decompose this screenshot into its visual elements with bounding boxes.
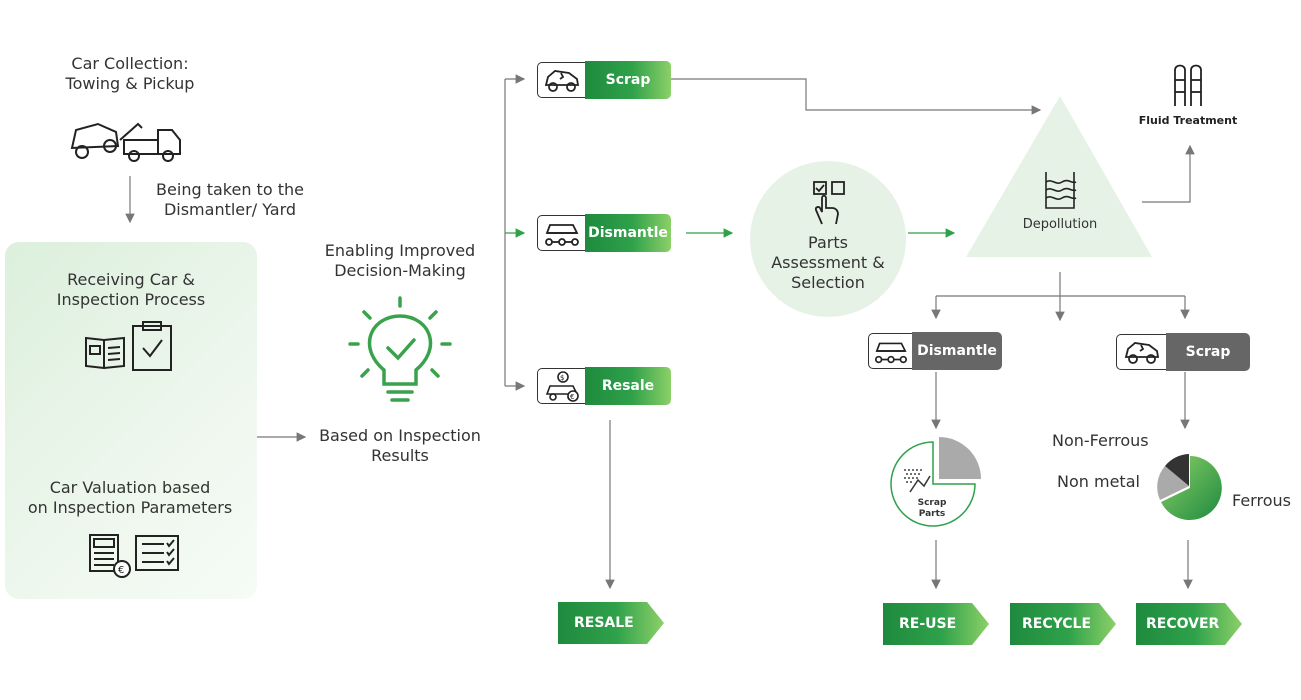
outcome-resale: RESALE [558,602,664,644]
inspection-panel [5,242,257,599]
option-dismantle-label: Dismantle [585,214,671,252]
arrow-scrap-depollution [671,78,1042,115]
post-option-scrap-label: Scrap [1166,333,1250,371]
fluid-waves-icon [1042,170,1078,214]
calculator-euro-icon: € [88,533,132,583]
non-metal-label: Non metal [1057,472,1140,491]
damaged-car-icon [537,62,585,98]
selection-hand-icon [806,180,850,230]
option-dismantle: Dismantle [537,214,671,252]
depollution-label: Depollution [1022,217,1098,232]
parts-assessment-circle [750,161,906,317]
post-option-dismantle-label: Dismantle [912,332,1002,370]
svg-text:€: € [118,565,124,576]
car-sale-icon: $€ [537,368,585,404]
option-scrap-label: Scrap [585,61,671,99]
arrow-depollution-fluid [1142,144,1195,203]
fluid-tanks-icon [1171,62,1207,112]
option-resale: $€ Resale [537,367,671,405]
receiving-title: Receiving Car & Inspection Process [56,270,206,309]
svg-text:€: € [570,393,574,401]
lightbulb-icon [348,296,452,408]
outcome-recycle: RECYCLE [1010,603,1116,645]
car-parts-icon [868,333,912,369]
outcome-reuse: RE-USE [883,603,989,645]
svg-text:$: $ [560,374,564,382]
book-icon [84,322,126,374]
transit-label: Being taken to the Dismantler/ Yard [156,180,304,219]
scrap-parts-pie [890,437,981,527]
clipboard-check-icon [131,320,173,376]
decision-bottom-label: Based on Inspection Results [319,426,481,465]
scrap-parts-label: Scrap Parts [917,498,947,519]
decision-top-label: Enabling Improved Decision-Making [324,241,476,280]
post-option-dismantle: Dismantle [868,332,1002,370]
materials-pie [1157,454,1222,520]
car-parts-icon [537,215,585,251]
fluid-treatment-label: Fluid Treatment [1138,114,1238,127]
tow-truck-icon [68,110,184,170]
option-scrap: Scrap [537,61,671,99]
collection-title: Car Collection: Towing & Pickup [65,54,195,93]
depollution-triangle [966,96,1152,257]
post-option-scrap: Scrap [1116,333,1250,371]
checklist-icon [134,534,180,576]
ferrous-label: Ferrous [1232,491,1291,510]
damaged-car-icon [1116,334,1166,370]
parts-assessment-label: Parts Assessment & Selection [771,233,885,292]
outcome-recover: RECOVER [1136,603,1242,645]
option-resale-label: Resale [585,367,671,405]
non-ferrous-label: Non-Ferrous [1052,431,1149,450]
valuation-title: Car Valuation based on Inspection Parame… [27,478,233,517]
